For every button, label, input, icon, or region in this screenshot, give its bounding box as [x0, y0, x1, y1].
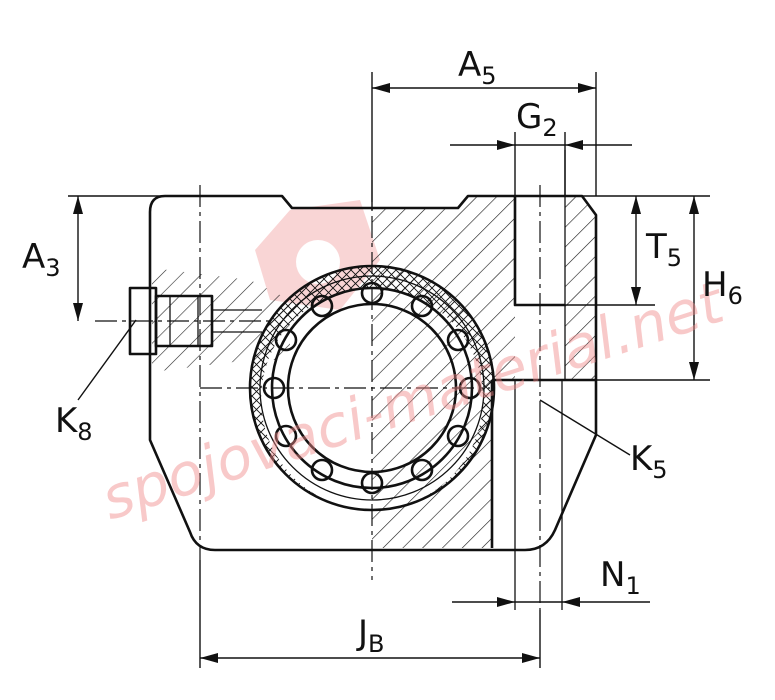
dimension-lines — [68, 72, 710, 668]
screw-pocket-hatch — [565, 196, 596, 380]
center-lines — [95, 180, 541, 610]
label-A5: A5 — [458, 45, 497, 90]
label-H6: H6 — [702, 265, 743, 310]
label-T5: T5 — [645, 227, 682, 272]
label-K8: K8 — [55, 401, 93, 446]
label-G2: G2 — [516, 97, 558, 142]
label-N1: N1 — [600, 555, 641, 600]
label-A3: A3 — [22, 237, 61, 282]
label-JB: JB — [356, 613, 385, 658]
label-K5: K5 — [630, 439, 668, 484]
housing-outline — [148, 194, 598, 552]
